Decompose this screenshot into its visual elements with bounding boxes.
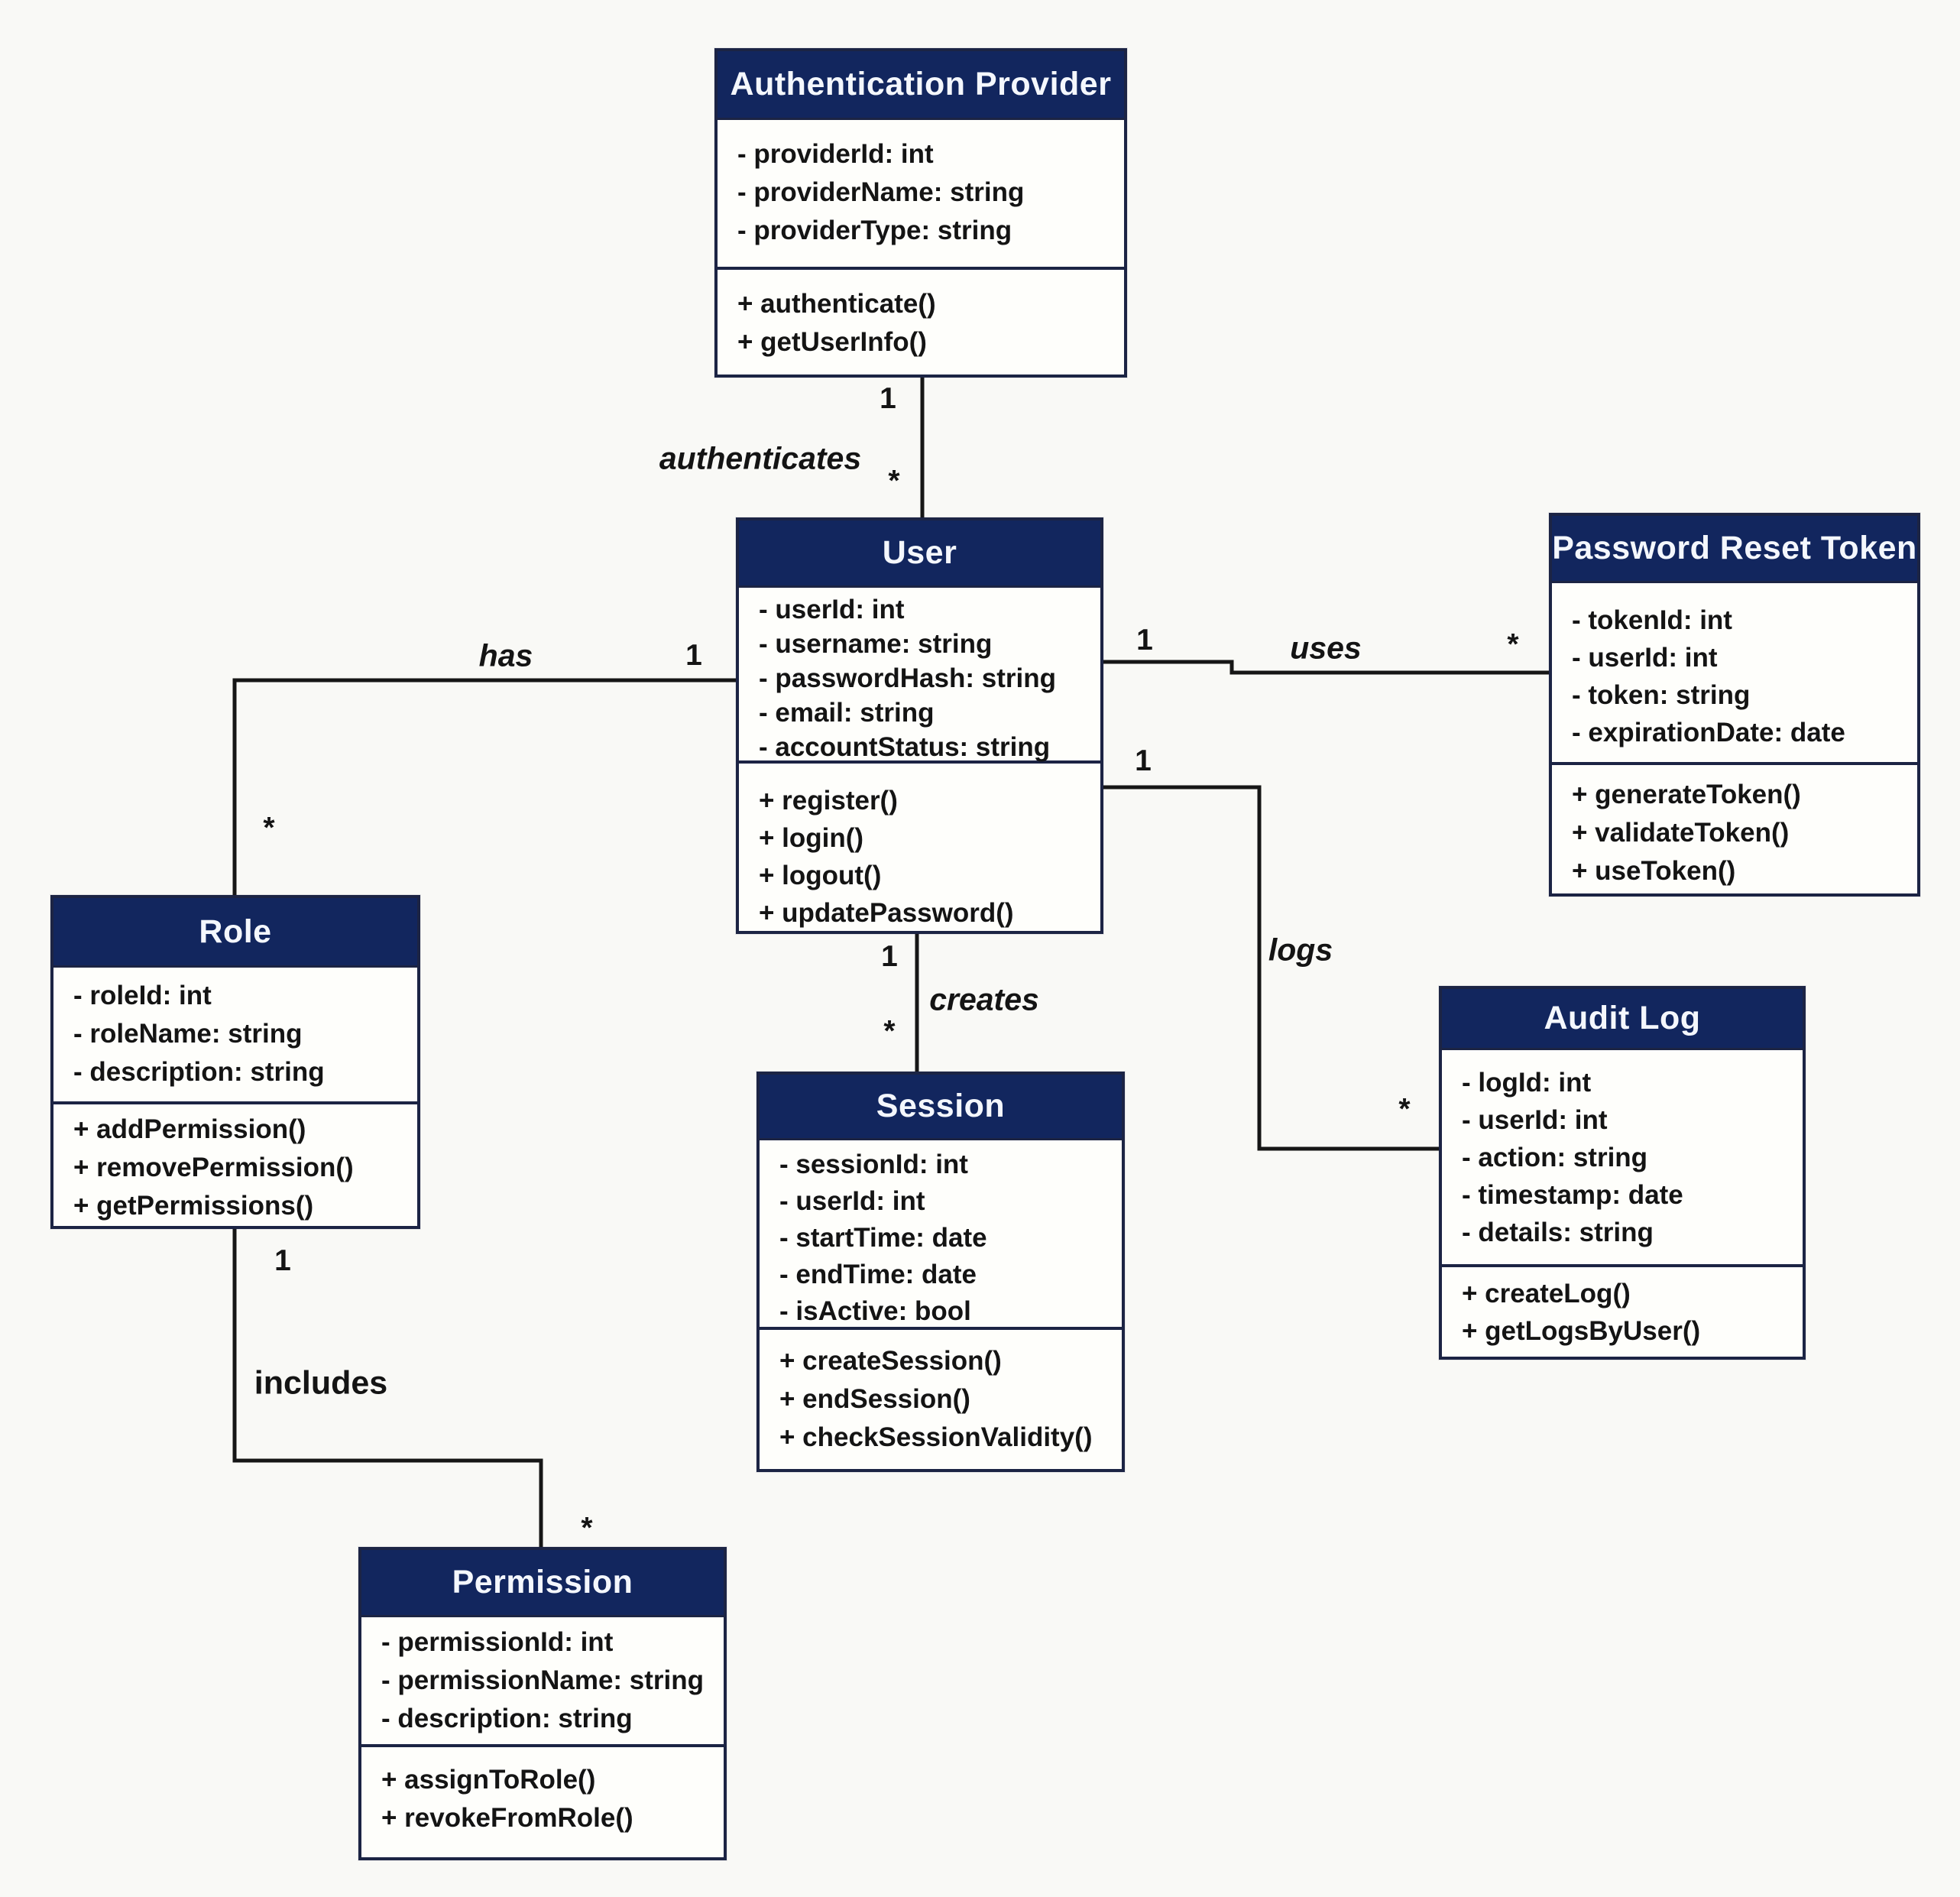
class-title: Role (53, 898, 417, 968)
class-title: Authentication Provider (718, 51, 1124, 120)
multiplicity-logs-source: 1 (1135, 744, 1152, 777)
relationship-label-logs: logs (1268, 932, 1333, 968)
member-row: + validateToken() (1572, 818, 1790, 848)
member-row: + updatePassword() (759, 898, 1014, 928)
member-row: + addPermission() (73, 1114, 306, 1144)
member-row: - providerType: string (737, 216, 1012, 245)
connector-logs (1103, 785, 1439, 1151)
member-row: - isActive: bool (779, 1296, 971, 1326)
member-row: + authenticate() (737, 289, 936, 319)
member-row: + revokeFromRole() (381, 1803, 633, 1833)
member-row: + endSession() (779, 1384, 970, 1414)
member-row: - providerId: int (737, 139, 934, 169)
member-row: + removePermission() (73, 1153, 354, 1182)
multiplicity-has-target: * (263, 812, 275, 845)
member-row: - tokenId: int (1572, 605, 1732, 635)
relationship-label-authenticates: authenticates (659, 440, 862, 476)
member-row: + createLog() (1462, 1279, 1631, 1308)
relationship-label-includes: includes (254, 1364, 388, 1402)
attribute-list: - logId: int - userId: int - action: strin… (1442, 1050, 1803, 1267)
member-row: + register() (759, 786, 898, 816)
multiplicity-has-source: 1 (685, 639, 702, 672)
attribute-list: - roleId: int - roleName: string - descrip… (53, 968, 417, 1104)
class-box-user: User - userId: int - username: string - pa… (736, 517, 1103, 934)
class-box-session: Session - sessionId: int- userId: int- s… (756, 1072, 1125, 1472)
method-list: + addPermission() + removePermission() + g… (53, 1104, 417, 1226)
member-row: - description: string (73, 1057, 325, 1087)
member-row: + createSession() (779, 1346, 1002, 1376)
member-row: - roleId: int (73, 981, 212, 1010)
attribute-list: - permissionId: int - permissionName: str… (361, 1617, 724, 1747)
attribute-list: - tokenId: int - userId: int - token: stri… (1552, 583, 1917, 765)
member-row: - username: string (759, 629, 993, 659)
multiplicity-creates-target: * (883, 1015, 896, 1048)
member-row: - timestamp: date (1462, 1180, 1683, 1210)
member-row: + logout() (759, 861, 882, 890)
class-title: User (739, 520, 1100, 588)
relationship-label-uses: uses (1290, 630, 1362, 666)
member-row: + useToken() (1572, 856, 1736, 886)
multiplicity-includes-target: * (581, 1512, 593, 1545)
multiplicity-logs-target: * (1398, 1093, 1411, 1126)
member-row: + getUserInfo() (737, 327, 927, 357)
class-box-audit-log: Audit Log - logId: int - userId: int - act… (1439, 986, 1806, 1360)
member-row: - startTime: date (779, 1223, 987, 1253)
member-row: + getPermissions() (73, 1191, 314, 1221)
multiplicity-authenticates-target: * (888, 465, 900, 498)
member-row: - logId: int (1462, 1068, 1592, 1098)
class-title: Session (760, 1075, 1122, 1140)
member-row: + assignToRole() (381, 1765, 596, 1795)
member-row: - passwordHash: string (759, 663, 1056, 693)
member-row: - expirationDate: date (1572, 718, 1845, 747)
multiplicity-uses-target: * (1507, 628, 1519, 661)
method-list: + authenticate() + getUserInfo() (718, 270, 1124, 375)
member-row: - email: string (759, 698, 935, 728)
attribute-list: - sessionId: int - userId: int - startTime… (760, 1140, 1122, 1330)
multiplicity-creates-source: 1 (881, 940, 898, 973)
multiplicity-authenticates-source: 1 (880, 382, 896, 415)
member-row: - userId: int (1572, 643, 1718, 673)
member-row: - roleName: string (73, 1019, 303, 1049)
relationship-label-has: has (478, 637, 533, 673)
member-row: - permissionId: int (381, 1627, 614, 1657)
class-title: Permission (361, 1550, 724, 1617)
member-row: - userId: int (759, 595, 905, 624)
attribute-list: - providerId: int - providerName: string -… (718, 120, 1124, 270)
member-row: - endTime: date (779, 1260, 977, 1289)
method-list: + generateToken() + validateToken() + useT… (1552, 765, 1917, 893)
member-row: + login() (759, 823, 864, 853)
member-row: - description: string (381, 1704, 633, 1733)
member-row: - token: string (1572, 680, 1751, 710)
member-row: - userId: int (1462, 1105, 1608, 1135)
method-list: + assignToRole() + revokeFromRole() (361, 1747, 724, 1857)
multiplicity-includes-source: 1 (274, 1244, 291, 1277)
member-row: - details: string (1462, 1218, 1654, 1247)
member-row: + generateToken() (1572, 780, 1801, 809)
member-row: - providerName: string (737, 177, 1025, 207)
member-row: + getLogsByUser() (1462, 1316, 1701, 1346)
connector-has (232, 678, 736, 895)
method-list: + register() + login() + logout() + updateP… (739, 764, 1100, 932)
class-box-password-reset-token: Password Reset Token - tokenId: int - use… (1549, 513, 1920, 897)
class-box-permission: Permission - permissionId: int- permissi… (358, 1547, 727, 1860)
method-list: + createSession() + endSession() + checkSe… (760, 1330, 1122, 1469)
multiplicity-uses-source: 1 (1136, 624, 1153, 657)
member-row: - userId: int (779, 1186, 925, 1216)
class-title: Password Reset Token (1552, 516, 1917, 583)
member-row: + checkSessionValidity() (779, 1422, 1093, 1452)
class-box-role: Role - roleId: int - roleName: string - de… (50, 895, 420, 1229)
member-row: - action: string (1462, 1143, 1648, 1172)
member-row: - permissionName: string (381, 1665, 705, 1695)
class-box-authentication-provider: Authentication Provider - providerId: in… (714, 48, 1127, 378)
relationship-label-creates: creates (929, 981, 1039, 1017)
member-row: - sessionId: int (779, 1150, 968, 1179)
attribute-list: - userId: int - username: string - passwor… (739, 588, 1100, 764)
member-row: - accountStatus: string (759, 732, 1051, 762)
class-title: Audit Log (1442, 989, 1803, 1050)
method-list: + createLog() + getLogsByUser() (1442, 1267, 1803, 1357)
